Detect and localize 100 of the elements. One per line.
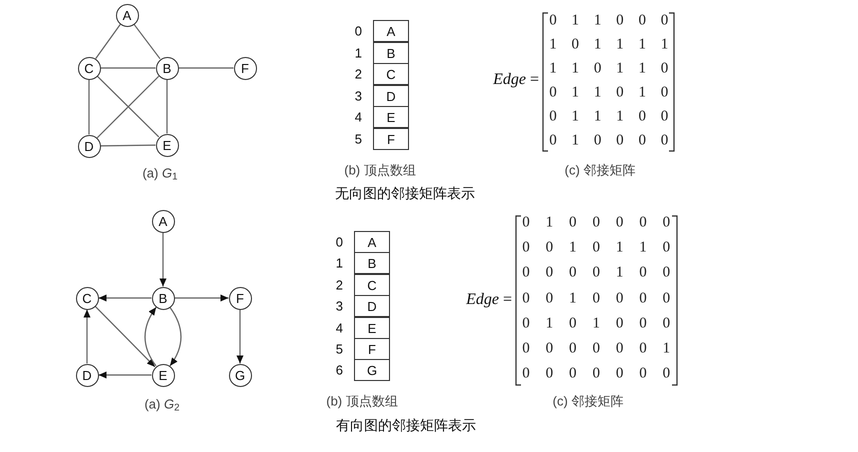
index-number: 0 <box>336 236 343 248</box>
array-cell: C <box>373 63 409 85</box>
matrix-entry: 1 <box>594 14 602 28</box>
matrix-name: Edge = <box>466 292 512 308</box>
matrix-entry: 1 <box>616 266 624 281</box>
matrix-entry: 0 <box>569 266 577 281</box>
matrix-entry: 0 <box>594 62 602 76</box>
matrix-entry: 1 <box>616 62 624 76</box>
matrix-entry: 0 <box>616 316 624 332</box>
matrix-entry: 1 <box>549 38 557 52</box>
matrix-entry: 0 <box>638 134 646 148</box>
figure-caption: (b) 顶点数组 <box>326 394 398 408</box>
matrix-entry: 0 <box>592 342 600 356</box>
index-number: 3 <box>354 90 362 102</box>
matrix-entry: 0 <box>569 216 577 230</box>
matrix-entry: 0 <box>522 291 530 306</box>
matrix-entry: 1 <box>572 14 580 28</box>
matrix-entry: 0 <box>546 266 554 281</box>
edge-line <box>133 24 161 60</box>
array-cell: A <box>354 231 390 253</box>
matrix-entry: 1 <box>594 86 602 100</box>
matrix-entry: 1 <box>569 240 577 256</box>
matrix-entry: 0 <box>660 62 668 76</box>
matrix-entry: 0 <box>546 342 554 356</box>
matrix-entry: 1 <box>592 316 600 332</box>
matrix-entry: 1 <box>639 240 647 256</box>
edge-line <box>178 67 234 69</box>
matrix-entry: 0 <box>639 366 647 382</box>
matrix-entry: 1 <box>546 316 554 332</box>
array-cell: A <box>373 20 409 42</box>
index-number: 2 <box>354 68 362 80</box>
matrix-entry: 0 <box>662 266 670 281</box>
array-cell: B <box>373 42 409 64</box>
matrix-entry: 0 <box>616 291 624 306</box>
matrix-entry: 0 <box>639 291 647 306</box>
matrix-entry: 0 <box>522 316 530 332</box>
matrix-entry: 0 <box>662 240 670 256</box>
matrix-entry: 1 <box>594 110 602 124</box>
matrix-entry: 0 <box>546 240 554 256</box>
matrix-entry: 0 <box>639 266 647 281</box>
matrix-entry: 0 <box>592 291 600 306</box>
matrix-entry: 0 <box>616 14 624 28</box>
matrix-entry: 0 <box>660 134 668 148</box>
matrix-entry: 0 <box>549 110 557 124</box>
matrix-entry: 0 <box>660 14 668 28</box>
matrix-entry: 1 <box>549 62 557 76</box>
arrow <box>98 294 152 302</box>
matrix-entry: 0 <box>639 342 647 356</box>
array-cell: E <box>354 317 390 339</box>
matrix-entry: 0 <box>522 342 530 356</box>
figure-caption: (a) G$_{1}$ <box>142 166 178 180</box>
matrix-entry: 0 <box>592 366 600 382</box>
matrix-entry: 0 <box>616 216 624 230</box>
matrix-entry: 0 <box>549 134 557 148</box>
array-cell: D <box>373 85 409 107</box>
matrix-entry: 1 <box>616 240 624 256</box>
matrix-entry: 0 <box>569 316 577 332</box>
index-number: 1 <box>336 256 343 270</box>
figure-caption: (a) G$_{2}$ <box>144 398 180 410</box>
index-number: 0 <box>354 24 362 38</box>
figure-caption: (c) 邻接矩阵 <box>552 394 624 408</box>
matrix-entry: 0 <box>546 291 554 306</box>
arrow <box>160 232 166 286</box>
matrix-name: Edge = <box>493 72 539 88</box>
index-number: 4 <box>336 322 343 334</box>
index-number: 2 <box>336 278 343 292</box>
matrix-entry: 1 <box>638 86 646 100</box>
figure-caption: (c) 邻接矩阵 <box>564 164 636 176</box>
matrix-entry: 0 <box>639 216 647 230</box>
matrix-entry: 0 <box>660 110 668 124</box>
matrix-entry: 0 <box>616 86 624 100</box>
index-number: 6 <box>336 364 343 376</box>
matrix-entry: 1 <box>572 134 580 148</box>
matrix-entry: 0 <box>616 342 624 356</box>
matrix-entry: 1 <box>660 38 668 52</box>
matrix-entry: 1 <box>616 110 624 124</box>
matrix-entry: 0 <box>592 266 600 281</box>
matrix-entry: 1 <box>662 342 670 356</box>
arrow <box>94 306 156 368</box>
matrix-entry: 1 <box>569 291 577 306</box>
matrix-entry: 0 <box>569 342 577 356</box>
arrow <box>236 310 244 364</box>
matrix-entry: 0 <box>662 291 670 306</box>
index-number: 5 <box>336 342 343 356</box>
matrix-entry: 1 <box>572 86 580 100</box>
arrow <box>174 294 228 302</box>
matrix-entry: 0 <box>546 366 554 382</box>
matrix-entry: 0 <box>639 316 647 332</box>
arrow <box>144 306 157 366</box>
array-cell: E <box>373 106 409 128</box>
matrix-entry: 1 <box>638 62 646 76</box>
matrix-entry: 0 <box>616 134 624 148</box>
edge-line <box>166 80 168 134</box>
index-number: 5 <box>354 132 362 146</box>
index-number: 4 <box>354 110 362 124</box>
matrix-entry: 0 <box>572 38 580 52</box>
edge-line <box>95 24 121 59</box>
matrix-entry: 1 <box>638 38 646 52</box>
matrix-entry: 0 <box>638 14 646 28</box>
figure-title: 无向图的邻接矩阵表示 <box>335 187 475 201</box>
